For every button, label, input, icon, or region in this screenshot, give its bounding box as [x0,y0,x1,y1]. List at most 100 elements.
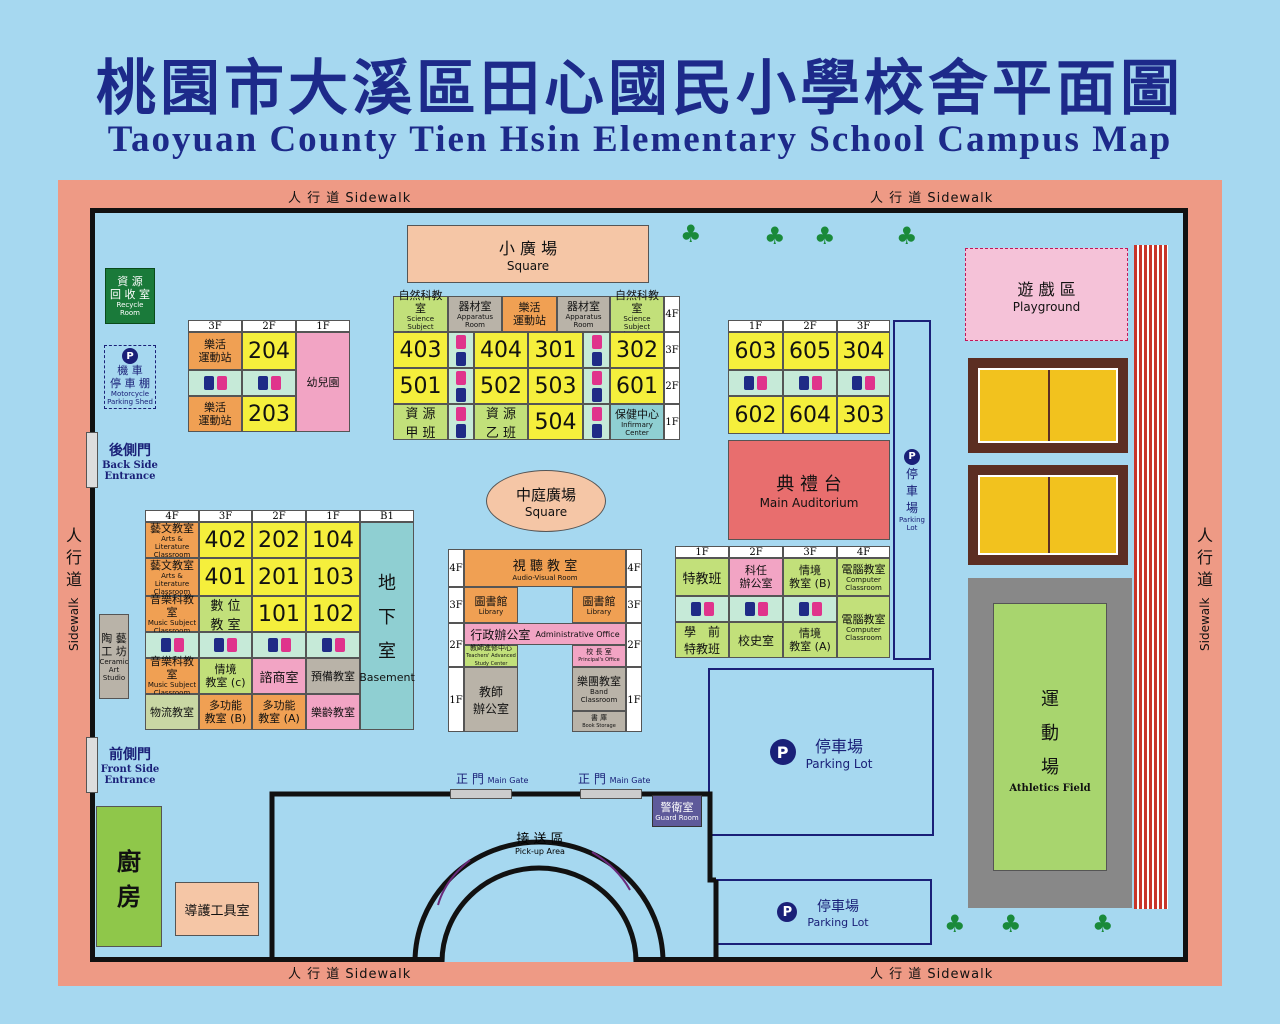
tree-icon: ♣ [896,222,918,250]
main-gate-right[interactable] [580,789,642,799]
teachers-office[interactable]: 教師辦公室 [464,667,518,732]
restroom [199,632,252,658]
auditorium-zh: 典 禮 台 [776,474,842,495]
male-restroom-icon [798,376,809,390]
preschool-special-ed[interactable]: 學 前特教班 [675,622,729,658]
main-gate-zh: 正 門 [456,772,484,786]
school-history-room[interactable]: 校史室 [729,622,783,658]
room-label: 保健中心 [615,407,659,421]
happy-station[interactable]: 樂活運動站 [188,396,242,432]
room-301[interactable]: 301 [528,332,583,368]
logistics-classroom[interactable]: 物流教室 [145,694,199,730]
room-204[interactable]: 204 [242,332,296,370]
restroom [583,368,610,404]
floor-header: 2F [664,368,680,404]
room-401[interactable]: 401 [199,558,252,596]
room-603[interactable]: 603 [728,332,783,370]
basketball-court[interactable] [968,465,1128,565]
situational-classroom-b[interactable]: 情境教室 (B) [783,558,837,596]
room-202[interactable]: 202 [252,522,306,558]
tree-icon: ♣ [680,220,702,248]
room-501[interactable]: 501 [393,368,448,404]
room-102[interactable]: 102 [306,596,360,632]
center-square[interactable]: 中庭廣場 Square [486,470,606,532]
main-auditorium[interactable]: 典 禮 台 Main Auditorium [728,440,890,540]
athletics-field[interactable]: 運 動 場 Athletics Field [993,603,1107,871]
room-504[interactable]: 504 [528,404,583,440]
male-restroom-icon [456,351,466,366]
tools-room[interactable]: 導護工具室 [175,882,259,936]
parking-lot-vertical[interactable]: P 停 車 場 Parking Lot [893,320,931,660]
parking-en: Lot [906,523,918,532]
room-302[interactable]: 302 [610,332,664,368]
room-503[interactable]: 503 [528,368,583,404]
main-gate-left[interactable] [450,789,512,799]
room-203[interactable]: 203 [242,396,296,432]
room-602[interactable]: 602 [728,396,783,434]
multi-classroom-b[interactable]: 多功能教室 (B) [199,694,252,730]
recycle-room[interactable]: 資 源 回 收 室 Recycle Room [105,268,155,324]
room-label-en: Principal's Office [578,657,620,663]
kitchen[interactable]: 廚 房 [96,806,162,947]
basement[interactable]: 地 下 室 Basement [359,522,415,730]
multi-classroom-a[interactable]: 多功能教室 (A) [252,694,306,730]
room-201[interactable]: 201 [252,558,306,596]
room-601[interactable]: 601 [610,368,664,404]
counseling-room[interactable]: 諮商室 [252,658,306,694]
ceramic-studio[interactable]: 陶 藝 工 坊 Ceramic Art Studio [99,614,129,699]
administrative-office[interactable]: 行政辦公室 Administrative Office [464,623,626,645]
basketball-court[interactable] [968,358,1128,453]
room-303[interactable]: 303 [837,396,890,434]
room-103[interactable]: 103 [306,558,360,596]
sidewalk-zh: 人 行 道 [288,967,341,982]
resource-class-b[interactable]: 資 源乙 班 [474,404,528,441]
parking-icon: P [904,448,920,465]
room-label: 器材室 [567,299,600,313]
room-304[interactable]: 304 [837,332,890,370]
elder-classroom[interactable]: 樂齡教室 [306,694,360,730]
playground-zh: 遊 戲 區 [1017,279,1076,299]
room-403[interactable]: 403 [393,332,448,368]
room-604[interactable]: 604 [783,396,837,434]
prep-classroom[interactable]: 預備教室 [306,658,360,694]
room-104[interactable]: 104 [306,522,360,558]
digital-classroom[interactable]: 數 位教 室 [199,596,252,633]
room-402[interactable]: 402 [199,522,252,558]
happy-station[interactable]: 樂活運動站 [502,296,557,332]
motorcycle-parking[interactable]: P 機 車 停 車 棚 Motorcycle Parking Shed [104,345,156,409]
room-605[interactable]: 605 [783,332,837,370]
top-square[interactable]: 小 廣 場 Square [407,225,649,283]
room-502[interactable]: 502 [474,368,528,404]
special-ed-class[interactable]: 特教班 [675,558,729,596]
situational-classroom-c[interactable]: 情境教室 (c) [199,658,252,694]
room-404[interactable]: 404 [474,332,528,368]
floor-header: 2F [242,320,296,332]
floor-header: 2F [626,623,642,667]
happy-station[interactable]: 樂活運動站 [188,332,242,370]
resource-class-a[interactable]: 資 源甲 班 [393,404,448,441]
department-office[interactable]: 科任辦公室 [729,558,783,596]
situational-classroom-a[interactable]: 情境教室 (A) [783,622,837,658]
kindergarten[interactable]: 幼兒園 [296,332,350,432]
playground[interactable]: 遊 戲 區 Playground [965,248,1128,341]
room-101[interactable]: 101 [252,596,306,632]
